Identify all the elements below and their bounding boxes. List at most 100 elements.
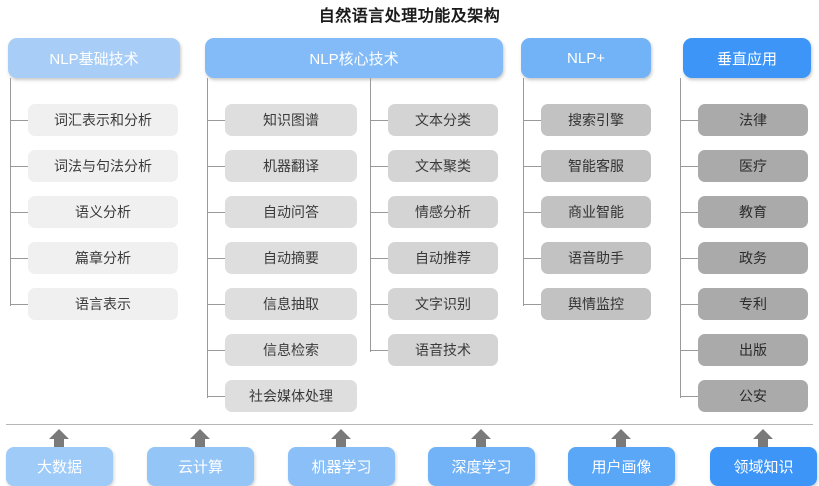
node-col3-1[interactable]: 文本聚类: [388, 150, 498, 182]
connector-trunk-col2: [207, 78, 208, 398]
connector-stub: [680, 212, 698, 213]
connector-stub: [370, 350, 388, 351]
connector-stub: [207, 166, 225, 167]
node-label: 法律: [739, 112, 767, 128]
node-label: 知识图谱: [263, 112, 319, 128]
node-label: 语音技术: [415, 342, 471, 358]
node-label: 词汇表示和分析: [54, 112, 152, 128]
node-label: 社会媒体处理: [249, 388, 333, 404]
node-col5-0[interactable]: 法律: [698, 104, 808, 136]
connector-stub: [523, 304, 541, 305]
node-col5-4[interactable]: 专利: [698, 288, 808, 320]
header-label-vertical-application: 垂直应用: [716, 50, 777, 68]
node-col5-6[interactable]: 公安: [698, 380, 808, 412]
node-col5-2[interactable]: 教育: [698, 196, 808, 228]
node-col1-0[interactable]: 词汇表示和分析: [28, 104, 178, 136]
node-col1-4[interactable]: 语言表示: [28, 288, 178, 320]
node-col3-0[interactable]: 文本分类: [388, 104, 498, 136]
connector-stub: [680, 304, 698, 305]
node-label: 语音助手: [568, 250, 624, 266]
node-label: 医疗: [739, 158, 767, 174]
node-col1-3[interactable]: 篇章分析: [28, 242, 178, 274]
foundation-box-big-data[interactable]: 大数据: [6, 447, 113, 486]
node-col2-3[interactable]: 自动摘要: [225, 242, 357, 274]
connector-stub: [10, 120, 28, 121]
connector-trunk-col1: [10, 78, 11, 306]
node-col5-5[interactable]: 出版: [698, 334, 808, 366]
node-col2-5[interactable]: 信息检索: [225, 334, 357, 366]
node-col1-2[interactable]: 语义分析: [28, 196, 178, 228]
connector-stub: [370, 166, 388, 167]
node-col4-0[interactable]: 搜索引擎: [541, 104, 651, 136]
foundation-box-cloud-computing[interactable]: 云计算: [147, 447, 254, 486]
connector-stub: [10, 166, 28, 167]
node-col5-1[interactable]: 医疗: [698, 150, 808, 182]
header-label-nlp-basic: NLP基础技术: [49, 50, 139, 68]
node-col3-3[interactable]: 自动推荐: [388, 242, 498, 274]
node-col2-4[interactable]: 信息抽取: [225, 288, 357, 320]
node-label: 语义分析: [75, 204, 131, 220]
node-label: 舆情监控: [568, 296, 624, 312]
node-col2-0[interactable]: 知识图谱: [225, 104, 357, 136]
node-col4-3[interactable]: 语音助手: [541, 242, 651, 274]
connector-stub: [680, 166, 698, 167]
node-label: 情感分析: [415, 204, 471, 220]
node-label: 词法与句法分析: [54, 158, 152, 174]
node-label: 自动问答: [263, 204, 319, 220]
foundation-label: 云计算: [177, 459, 223, 476]
foundation-box-user-profile[interactable]: 用户画像: [568, 447, 675, 486]
node-label: 专利: [739, 296, 767, 312]
connector-stub: [10, 258, 28, 259]
foundation-box-domain-knowledge[interactable]: 领域知识: [710, 447, 817, 486]
node-label: 教育: [739, 204, 767, 220]
node-col4-2[interactable]: 商业智能: [541, 196, 651, 228]
node-label: 自动摘要: [263, 250, 319, 266]
header-box-nlp-plus[interactable]: NLP+: [521, 38, 651, 78]
node-col1-1[interactable]: 词法与句法分析: [28, 150, 178, 182]
connector-trunk-col3: [370, 78, 371, 352]
node-col4-4[interactable]: 舆情监控: [541, 288, 651, 320]
connector-stub: [523, 166, 541, 167]
connector-stub: [680, 120, 698, 121]
connector-stub: [370, 258, 388, 259]
base-divider: [6, 424, 813, 425]
node-col2-2[interactable]: 自动问答: [225, 196, 357, 228]
node-label: 语言表示: [75, 296, 131, 312]
connector-trunk-col4: [523, 78, 524, 306]
foundation-label: 深度学习: [451, 459, 512, 476]
connector-trunk-col5: [680, 78, 681, 398]
node-label: 文本分类: [415, 112, 471, 128]
foundation-label: 机器学习: [311, 459, 372, 476]
foundation-box-machine-learning[interactable]: 机器学习: [288, 447, 395, 486]
connector-stub: [680, 350, 698, 351]
node-label: 智能客服: [568, 158, 624, 174]
node-col3-2[interactable]: 情感分析: [388, 196, 498, 228]
header-box-nlp-basic[interactable]: NLP基础技术: [8, 38, 180, 78]
node-label: 政务: [739, 250, 767, 266]
node-col2-6[interactable]: 社会媒体处理: [225, 380, 357, 412]
node-col3-5[interactable]: 语音技术: [388, 334, 498, 366]
foundation-label: 领域知识: [733, 459, 794, 476]
header-box-nlp-core[interactable]: NLP核心技术: [205, 38, 503, 78]
node-col3-4[interactable]: 文字识别: [388, 288, 498, 320]
foundation-label: 大数据: [36, 459, 82, 476]
node-label: 篇章分析: [75, 250, 131, 266]
connector-stub: [370, 304, 388, 305]
node-col5-3[interactable]: 政务: [698, 242, 808, 274]
node-col4-1[interactable]: 智能客服: [541, 150, 651, 182]
node-col2-1[interactable]: 机器翻译: [225, 150, 357, 182]
connector-stub: [523, 212, 541, 213]
node-label: 公安: [739, 388, 767, 404]
connector-stub: [207, 396, 225, 397]
connector-stub: [207, 212, 225, 213]
node-label: 文字识别: [415, 296, 471, 312]
connector-stub: [207, 304, 225, 305]
node-label: 出版: [739, 342, 767, 358]
node-label: 商业智能: [568, 204, 624, 220]
header-box-vertical-application[interactable]: 垂直应用: [683, 38, 811, 78]
connector-stub: [10, 304, 28, 305]
foundation-box-deep-learning[interactable]: 深度学习: [428, 447, 535, 486]
connector-stub: [207, 350, 225, 351]
node-label: 信息检索: [263, 342, 319, 358]
